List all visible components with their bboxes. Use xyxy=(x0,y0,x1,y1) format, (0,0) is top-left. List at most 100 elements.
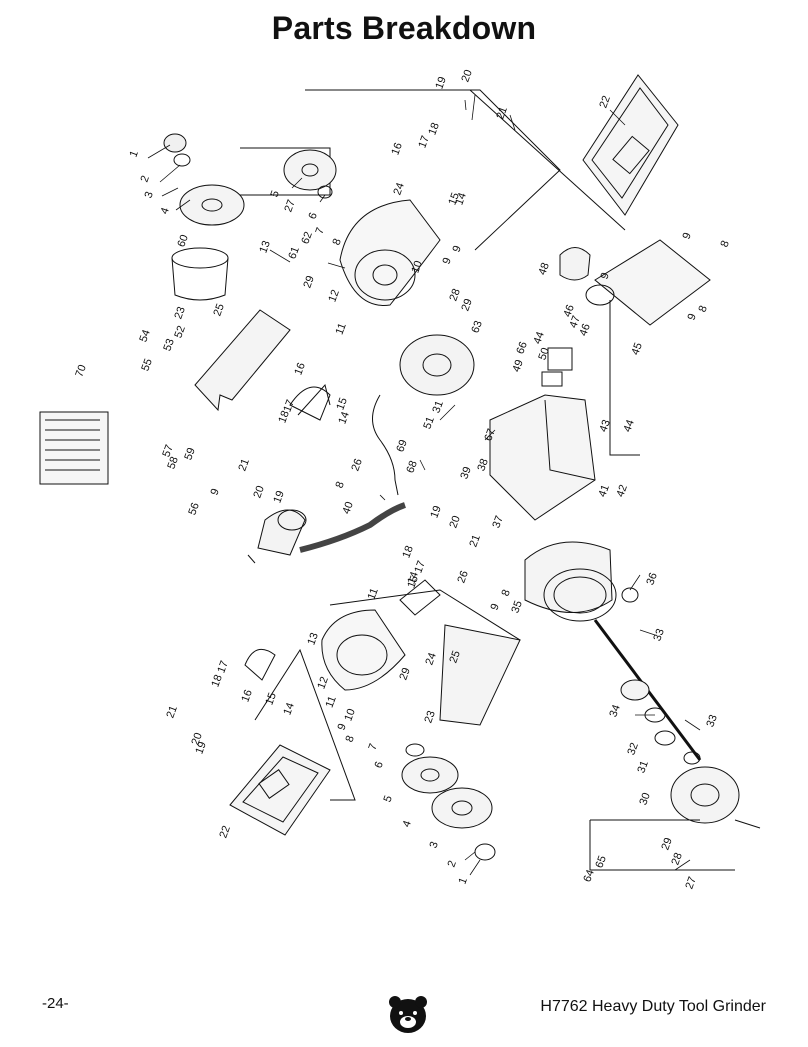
part-callout-18: 18 xyxy=(209,673,224,689)
part-callout-28: 28 xyxy=(669,851,684,867)
part-callouts: 1234567899101112131414151516161717181819… xyxy=(73,68,731,891)
part-callout-63: 63 xyxy=(469,319,484,335)
part-callout-39: 39 xyxy=(458,465,473,481)
part-callout-2: 2 xyxy=(138,174,151,184)
part-callout-8: 8 xyxy=(696,304,709,314)
part-callout-10: 10 xyxy=(409,259,424,275)
part-callout-53: 53 xyxy=(161,337,176,353)
water-tray xyxy=(171,247,229,301)
part-callout-15: 15 xyxy=(263,691,278,707)
flex-lamp xyxy=(247,502,407,564)
upper-grinding-wheel xyxy=(399,334,475,396)
part-callout-8: 8 xyxy=(718,239,731,249)
lower-right-frame xyxy=(589,820,735,871)
part-callout-54: 54 xyxy=(137,328,152,344)
page-title: Parts Breakdown xyxy=(271,10,537,46)
part-callout-19: 19 xyxy=(433,75,448,91)
part-callout-22: 22 xyxy=(217,824,232,840)
motor-shaft xyxy=(593,619,702,765)
part-callout-29: 29 xyxy=(659,836,674,852)
part-callout-61: 61 xyxy=(286,245,301,261)
part-callout-37: 37 xyxy=(490,514,505,530)
part-callout-21: 21 xyxy=(236,457,251,473)
part-callout-24: 24 xyxy=(423,651,438,667)
part-callout-8: 8 xyxy=(330,237,343,247)
part-callout-11: 11 xyxy=(324,695,339,710)
part-callout-59: 59 xyxy=(182,446,197,462)
lower-flange-parts xyxy=(401,743,496,861)
switch-box xyxy=(594,239,711,326)
part-callout-30: 30 xyxy=(637,791,652,807)
upper-frame-right xyxy=(469,89,626,231)
part-callout-50: 50 xyxy=(536,346,551,362)
part-callout-1: 1 xyxy=(127,149,140,159)
part-callout-9: 9 xyxy=(680,231,693,241)
part-callout-31: 31 xyxy=(430,399,445,415)
part-callout-5: 5 xyxy=(268,189,281,199)
part-callout-9: 9 xyxy=(208,487,221,497)
part-callout-16: 16 xyxy=(389,141,404,157)
part-callout-9: 9 xyxy=(598,271,611,281)
part-callout-17: 17 xyxy=(412,559,427,575)
part-callout-6: 6 xyxy=(306,211,319,221)
leader-lines xyxy=(147,94,701,876)
part-callout-26: 26 xyxy=(349,457,364,473)
part-callout-6: 6 xyxy=(372,760,385,770)
part-callout-33: 33 xyxy=(651,627,666,643)
part-callout-20: 20 xyxy=(251,484,266,500)
grinder-base xyxy=(489,394,596,521)
part-callout-7: 7 xyxy=(366,742,379,752)
part-callout-67: 67 xyxy=(482,427,497,443)
part-callout-40: 40 xyxy=(340,500,355,516)
part-callout-44: 44 xyxy=(621,418,636,434)
part-callout-9: 9 xyxy=(450,244,463,254)
part-callout-15: 15 xyxy=(405,574,420,590)
part-callout-9: 9 xyxy=(335,722,348,732)
part-callout-9: 9 xyxy=(488,602,501,612)
part-callout-65: 65 xyxy=(593,854,608,870)
part-callout-13: 13 xyxy=(257,239,272,255)
part-callout-10: 10 xyxy=(342,707,357,723)
part-callout-19: 19 xyxy=(193,740,208,756)
part-callout-20: 20 xyxy=(447,514,462,530)
part-callout-14: 14 xyxy=(405,570,420,586)
part-callout-34: 34 xyxy=(607,703,622,719)
part-callout-62: 62 xyxy=(299,230,314,246)
grizzly-bear-logo-icon xyxy=(389,996,427,1033)
part-callout-18: 18 xyxy=(400,544,415,560)
upper-assembly-frame xyxy=(305,89,561,251)
part-callout-14: 14 xyxy=(336,410,351,426)
part-callout-9: 9 xyxy=(685,312,698,322)
switch-parts xyxy=(541,247,615,387)
lower-rest-bracket xyxy=(439,624,521,726)
part-callout-16: 16 xyxy=(239,688,254,704)
part-callout-25: 25 xyxy=(447,649,462,665)
part-callout-15: 15 xyxy=(334,396,349,412)
part-callout-18: 18 xyxy=(426,121,441,137)
part-callout-13: 13 xyxy=(305,631,320,647)
product-name: H7762 Heavy Duty Tool Grinder xyxy=(540,998,766,1015)
part-callout-69: 69 xyxy=(394,438,409,454)
part-callout-29: 29 xyxy=(397,666,412,682)
part-callout-25: 25 xyxy=(211,302,226,318)
warning-label xyxy=(39,411,109,485)
part-callout-28: 28 xyxy=(447,287,462,303)
part-callout-27: 27 xyxy=(282,198,297,214)
part-callout-3: 3 xyxy=(142,190,155,200)
part-callout-57: 57 xyxy=(160,443,175,459)
part-callout-7: 7 xyxy=(313,226,326,236)
part-callout-4: 4 xyxy=(158,206,171,216)
part-callout-22: 22 xyxy=(597,94,612,110)
part-callout-19: 19 xyxy=(271,489,286,505)
part-callout-24: 24 xyxy=(391,181,406,197)
part-callout-31: 31 xyxy=(635,759,650,775)
page-number: -24- xyxy=(42,995,69,1012)
part-callout-29: 29 xyxy=(301,274,316,290)
upper-wheel-guard xyxy=(339,199,441,306)
part-callout-56: 56 xyxy=(186,501,201,517)
part-callout-5: 5 xyxy=(381,794,394,804)
motor-end-cover xyxy=(670,766,761,829)
part-callout-20: 20 xyxy=(459,68,474,84)
part-callout-51: 51 xyxy=(421,415,436,431)
